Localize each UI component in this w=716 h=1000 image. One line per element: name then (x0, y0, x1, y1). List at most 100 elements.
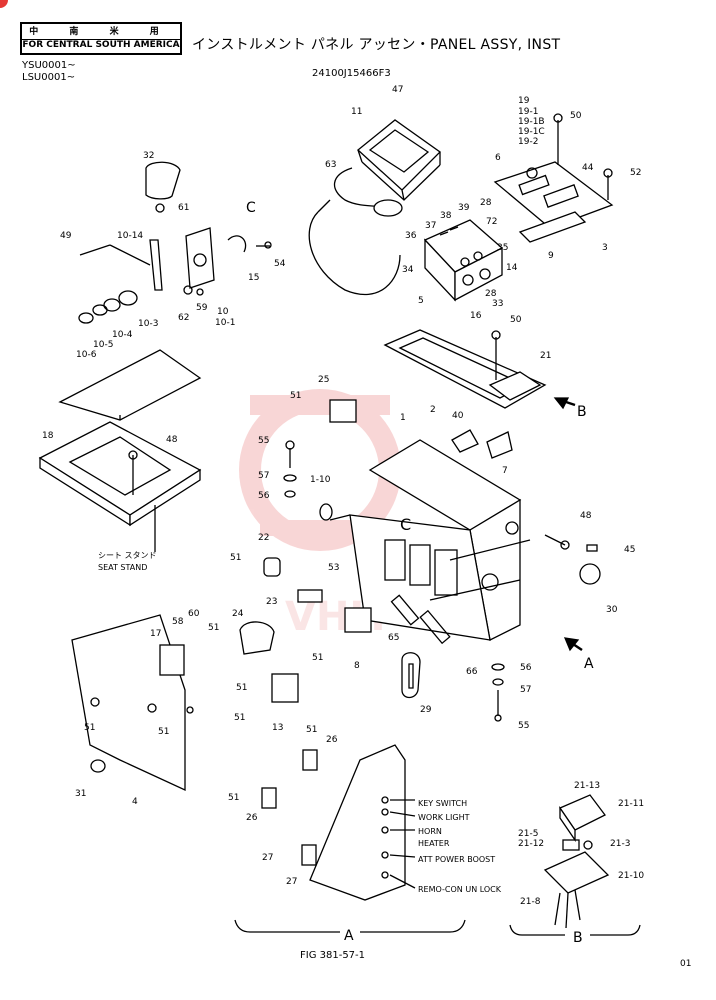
callout-label: 28 (480, 198, 492, 208)
callout-label: 63 (325, 160, 336, 170)
callout-label: 50 (510, 315, 522, 325)
callout-label: 21-12 (518, 839, 544, 849)
callout-label: 21-13 (574, 781, 600, 791)
region-box: 中 南 米 用 FOR CENTRAL SOUTH AMERICA (20, 22, 182, 55)
callout-label: 10-1 (215, 318, 235, 328)
callout-label: 26 (246, 813, 258, 823)
callout: 11 (351, 107, 362, 117)
callout-label: 25 (318, 375, 329, 385)
callout-label: 65 (388, 633, 399, 643)
callout-label: 39 (458, 203, 470, 213)
callout-label: 24 (232, 609, 244, 619)
callout-label: 53 (328, 563, 339, 573)
view-label-a: A (584, 656, 594, 672)
switch-label: WORK LIGHT (418, 813, 470, 822)
callout-label: 35 (497, 243, 508, 253)
switch-label: HEATER (418, 839, 450, 848)
serial-range-1: YSU0001~ (22, 60, 76, 71)
callout-label: 56 (520, 663, 532, 673)
callout-label: 4 (132, 797, 138, 807)
callout-label: 7 (502, 466, 508, 476)
callout-label: 45 (624, 545, 635, 555)
callout-label: 21-8 (520, 897, 541, 907)
part-45 (586, 544, 598, 552)
callout-label: 18 (42, 431, 54, 441)
callout-label: 72 (486, 217, 497, 227)
callout-label: 51 (228, 793, 239, 803)
callout-label: 27 (262, 853, 273, 863)
callout-label: 6 (495, 153, 501, 163)
switch-panel (423, 219, 504, 302)
callout-label: 14 (506, 263, 518, 273)
switch-label: ATT POWER BOOST (418, 855, 495, 864)
part-24 (239, 621, 275, 655)
serial-range-2: LSU0001~ (22, 72, 76, 83)
callout-label: 21-10 (618, 871, 644, 881)
callout-label: 19-1C (518, 127, 545, 137)
callout-label: 8 (354, 661, 360, 671)
callout-label: 3 (602, 243, 608, 253)
callout-label: 51 (234, 713, 245, 723)
callout-label: 10-6 (76, 350, 97, 360)
part-26 (302, 749, 318, 771)
switch-bracket (261, 744, 416, 901)
callout-label: 56 (258, 491, 270, 501)
callout-label: 51 (208, 623, 219, 633)
callout-label: 15 (248, 273, 259, 283)
callout-label: 21-5 (518, 829, 538, 839)
part-29 (401, 652, 421, 699)
callout-label: 51 (230, 553, 241, 563)
callout-label: 66 (466, 667, 478, 677)
callout-label: 21-3 (610, 839, 630, 849)
callout-label: 44 (582, 163, 594, 173)
callout-label: 48 (166, 435, 178, 445)
callout-label: 57 (258, 471, 269, 481)
callout-label: 62 (178, 313, 189, 323)
main-frame (329, 439, 531, 641)
callout-label: 55 (518, 721, 529, 731)
callout-label: 60 (188, 609, 200, 619)
callout-label: 38 (440, 211, 452, 221)
callout-label: 54 (274, 259, 286, 269)
callout-label: 19-2 (518, 137, 538, 147)
callout-label: 21 (540, 351, 551, 361)
part-13 (271, 673, 299, 703)
callout-label: 32 (143, 151, 154, 161)
seat-stand-plate (38, 349, 202, 552)
callout-label: 47 (392, 85, 403, 95)
callout-label: 13 (272, 723, 283, 733)
callout-label: 51 (84, 723, 95, 733)
view-label-b: B (577, 404, 587, 420)
callout-label: 16 (470, 311, 482, 321)
callout-label: 19-1 (518, 107, 538, 117)
part-number: 24100J15466F3 (312, 68, 391, 79)
callout-label: 51 (306, 725, 317, 735)
callout-label: 51 (236, 683, 247, 693)
bracket-b (509, 924, 641, 936)
callout-label: 31 (75, 789, 86, 799)
page-number: 01 (680, 959, 691, 969)
callout-label: 55 (258, 436, 269, 446)
cover-plate-2 (383, 329, 547, 409)
callout-label: 57 (520, 685, 531, 695)
callout-label: 26 (326, 735, 338, 745)
callout-label: 21-11 (618, 799, 644, 809)
callout-label: 51 (158, 727, 169, 737)
callout-label: 10-5 (93, 340, 113, 350)
part-25 (329, 399, 357, 423)
switch-label: KEY SWITCH (418, 799, 467, 808)
callout-label: 10-3 (138, 319, 158, 329)
lever-assembly (78, 161, 272, 324)
callout-label: 50 (570, 111, 582, 121)
callout-label: 23 (266, 597, 277, 607)
part-40 (451, 429, 479, 453)
callout-label: 19-1B (518, 117, 545, 127)
view-label-c: C (246, 200, 256, 216)
corner-marker (0, 0, 8, 8)
stand-body (308, 211, 401, 296)
cover-plate (493, 113, 614, 243)
callout-label: 10 (217, 307, 229, 317)
callout-label: 9 (548, 251, 554, 261)
callout-label: 10-4 (112, 330, 133, 340)
switch-label: HORN (418, 827, 442, 836)
